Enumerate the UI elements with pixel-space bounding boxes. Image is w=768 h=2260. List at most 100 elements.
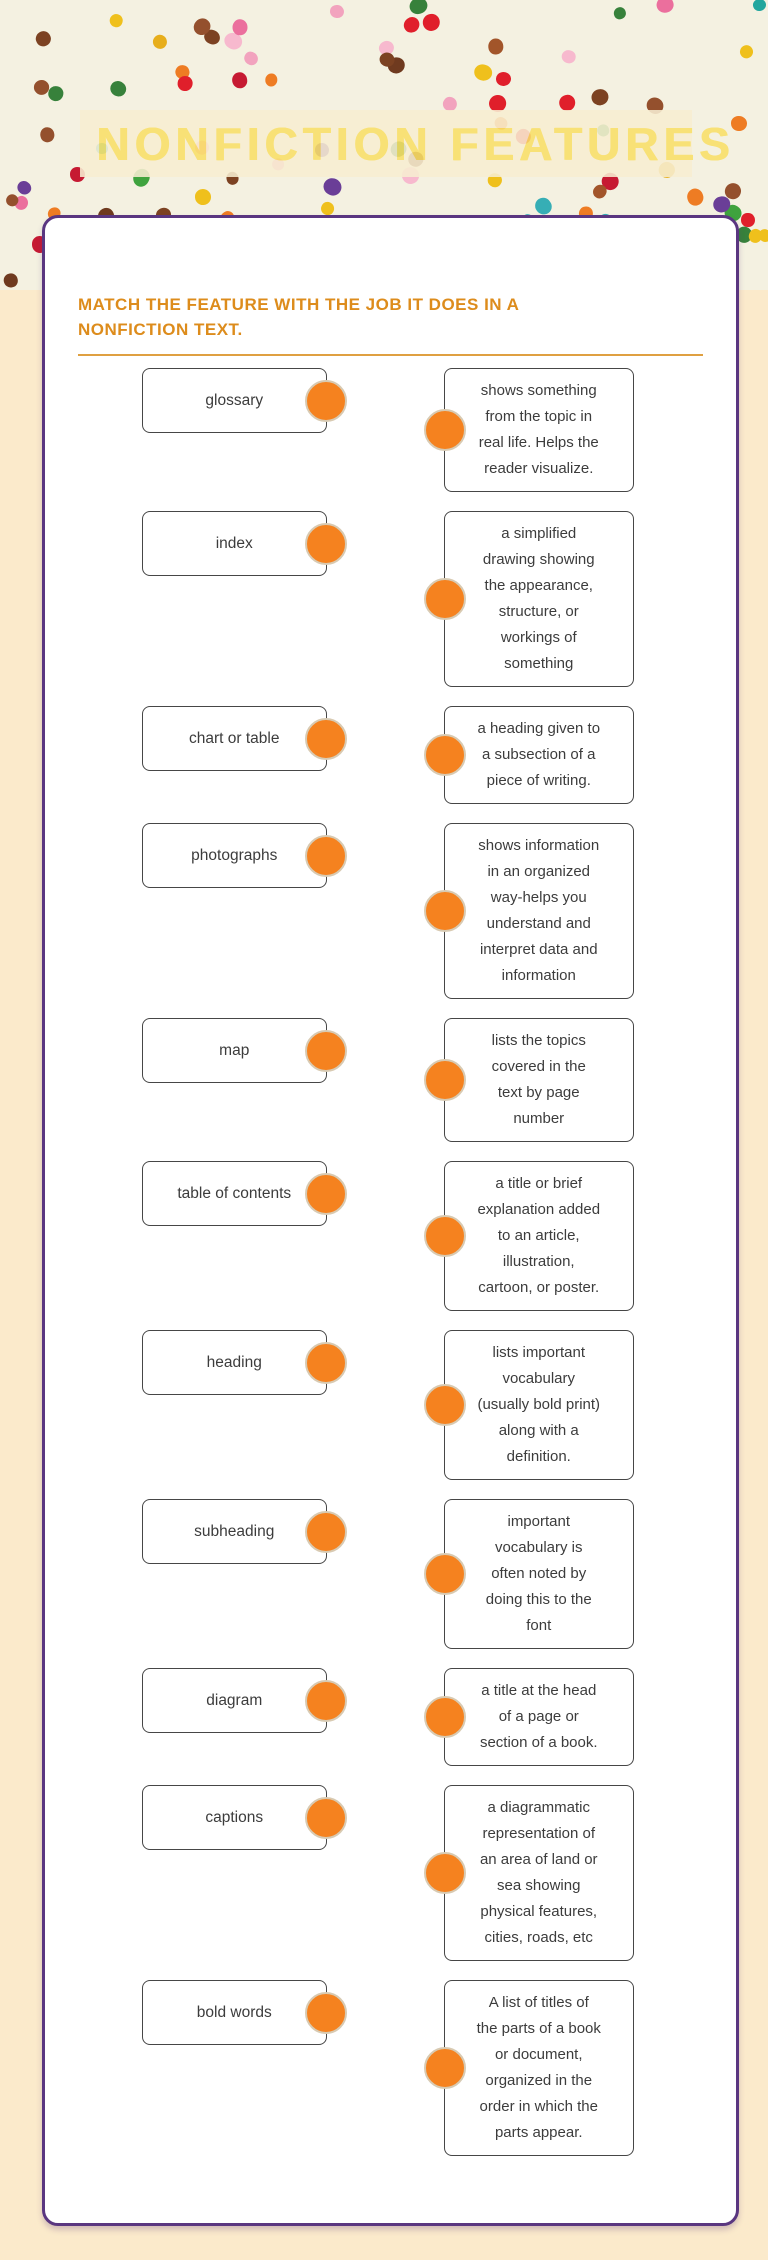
definition-box[interactable]: shows information in an organized way-he… — [423, 823, 634, 999]
feature-label: photographs — [191, 846, 278, 864]
definition-box[interactable]: a diagrammatic representation of an area… — [423, 1785, 634, 1961]
confetti-dot — [494, 71, 512, 87]
feature-cell: map — [78, 1018, 391, 1083]
feature-label: captions — [205, 1808, 264, 1826]
match-row: diagram a title at the head of a page or… — [78, 1668, 703, 1766]
match-connector-dot[interactable] — [304, 834, 347, 877]
match-connector-dot[interactable] — [423, 2047, 466, 2089]
match-connector-dot[interactable] — [423, 409, 466, 451]
feature-cell: glossary — [78, 368, 391, 433]
definition-cell: shows something from the topic in real l… — [391, 368, 704, 492]
definition-cell: a simplified drawing showing the appeara… — [391, 511, 704, 687]
match-row: captions a diagrammatic representation o… — [78, 1785, 703, 1961]
definition-cell: lists the topics covered in the text by … — [391, 1018, 704, 1142]
confetti-dot — [107, 12, 124, 29]
feature-box[interactable]: bold words — [141, 1980, 347, 2045]
confetti-dot — [38, 125, 56, 144]
feature-label: table of contents — [177, 1184, 292, 1202]
match-connector-dot[interactable] — [423, 578, 466, 620]
match-connector-dot[interactable] — [304, 1029, 347, 1072]
divider-line — [78, 354, 703, 356]
match-connector-dot[interactable] — [304, 522, 347, 565]
definition-label: a diagrammatic representation of an area… — [479, 1799, 598, 1946]
match-connector-dot[interactable] — [304, 1991, 347, 2034]
feature-cell: heading — [78, 1330, 391, 1395]
confetti-dot — [741, 212, 756, 228]
feature-box[interactable]: map — [141, 1018, 347, 1083]
definition-box[interactable]: a title at the head of a page or section… — [423, 1668, 634, 1766]
match-connector-dot[interactable] — [304, 1679, 347, 1722]
confetti-dot — [590, 88, 610, 107]
definition-cell: a heading given to a subsection of a pie… — [391, 706, 704, 804]
match-connector-dot[interactable] — [423, 1852, 466, 1894]
definition-box[interactable]: lists important vocabulary (usually bold… — [423, 1330, 634, 1480]
feature-box[interactable]: diagram — [141, 1668, 347, 1733]
confetti-dot — [407, 0, 429, 16]
match-connector-dot[interactable] — [423, 734, 466, 776]
match-connector-dot[interactable] — [423, 1384, 466, 1426]
feature-box[interactable]: photographs — [141, 823, 347, 888]
definition-box[interactable]: lists the topics covered in the text by … — [423, 1018, 634, 1142]
definition-box[interactable]: a simplified drawing showing the appeara… — [423, 511, 634, 687]
match-connector-dot[interactable] — [304, 1510, 347, 1553]
feature-box[interactable]: glossary — [141, 368, 347, 433]
confetti-dot — [231, 18, 248, 36]
match-connector-dot[interactable] — [423, 890, 466, 932]
feature-box[interactable]: captions — [141, 1785, 347, 1850]
feature-cell: photographs — [78, 823, 391, 888]
confetti-dot — [654, 0, 676, 15]
confetti-dot — [422, 13, 441, 32]
confetti-dot — [751, 0, 768, 13]
confetti-dot — [612, 5, 629, 21]
feature-box[interactable]: heading — [141, 1330, 347, 1395]
feature-label: index — [215, 534, 253, 552]
worksheet-card: MATCH THE FEATURE WITH THE JOB IT DOES I… — [42, 215, 739, 2226]
match-connector-dot[interactable] — [423, 1215, 466, 1257]
confetti-dot — [231, 70, 249, 89]
feature-box[interactable]: index — [141, 511, 347, 576]
confetti-dot — [487, 37, 505, 55]
feature-cell: subheading — [78, 1499, 391, 1564]
match-connector-dot[interactable] — [423, 1059, 466, 1101]
confetti-dot — [737, 43, 756, 62]
match-row: glossary shows something from the topic … — [78, 368, 703, 492]
match-row: subheading important vocabulary is often… — [78, 1499, 703, 1649]
match-connector-dot[interactable] — [304, 717, 347, 760]
confetti-dot — [33, 28, 55, 50]
title-banner: NONFICTION FEATURES — [80, 110, 729, 177]
feature-cell: chart or table — [78, 706, 391, 771]
feature-label: subheading — [194, 1522, 275, 1540]
definition-box[interactable]: a heading given to a subsection of a pie… — [423, 706, 634, 804]
match-row: table of contents a title or brief expla… — [78, 1161, 703, 1311]
match-row: chart or table a heading given to a subs… — [78, 706, 703, 804]
match-connector-dot[interactable] — [304, 1341, 347, 1384]
feature-label: diagram — [206, 1691, 263, 1709]
confetti-dot — [2, 271, 19, 289]
match-connector-dot[interactable] — [304, 1172, 347, 1215]
definition-cell: shows information in an organized way-he… — [391, 823, 704, 999]
confetti-dot — [108, 78, 130, 100]
definition-box[interactable]: important vocabulary is often noted by d… — [423, 1499, 634, 1649]
match-connector-dot[interactable] — [304, 379, 347, 422]
definition-box[interactable]: a title or brief explanation added to an… — [423, 1161, 634, 1311]
match-row: bold words A list of titles of the parts… — [78, 1980, 703, 2156]
feature-box[interactable]: table of contents — [141, 1161, 347, 1226]
definition-label: a title or brief explanation added to an… — [477, 1175, 601, 1296]
feature-label: heading — [206, 1353, 262, 1371]
definition-label: A list of titles of the parts of a book … — [476, 1994, 601, 2141]
instructions-text: MATCH THE FEATURE WITH THE JOB IT DOES I… — [78, 295, 519, 339]
definition-box[interactable]: A list of titles of the parts of a book … — [423, 1980, 634, 2156]
match-connector-dot[interactable] — [423, 1696, 466, 1738]
definition-label: lists important vocabulary (usually bold… — [477, 1344, 601, 1465]
confetti-dot — [241, 48, 261, 68]
feature-box[interactable]: chart or table — [141, 706, 347, 771]
definition-label: important vocabulary is often noted by d… — [485, 1513, 592, 1634]
feature-box[interactable]: subheading — [141, 1499, 347, 1564]
feature-cell: bold words — [78, 1980, 391, 2045]
definition-cell: a title or brief explanation added to an… — [391, 1161, 704, 1311]
match-connector-dot[interactable] — [304, 1796, 347, 1839]
feature-cell: index — [78, 511, 391, 576]
match-connector-dot[interactable] — [423, 1553, 466, 1595]
definition-label: shows something from the topic in real l… — [478, 382, 599, 477]
definition-box[interactable]: shows something from the topic in real l… — [423, 368, 634, 492]
